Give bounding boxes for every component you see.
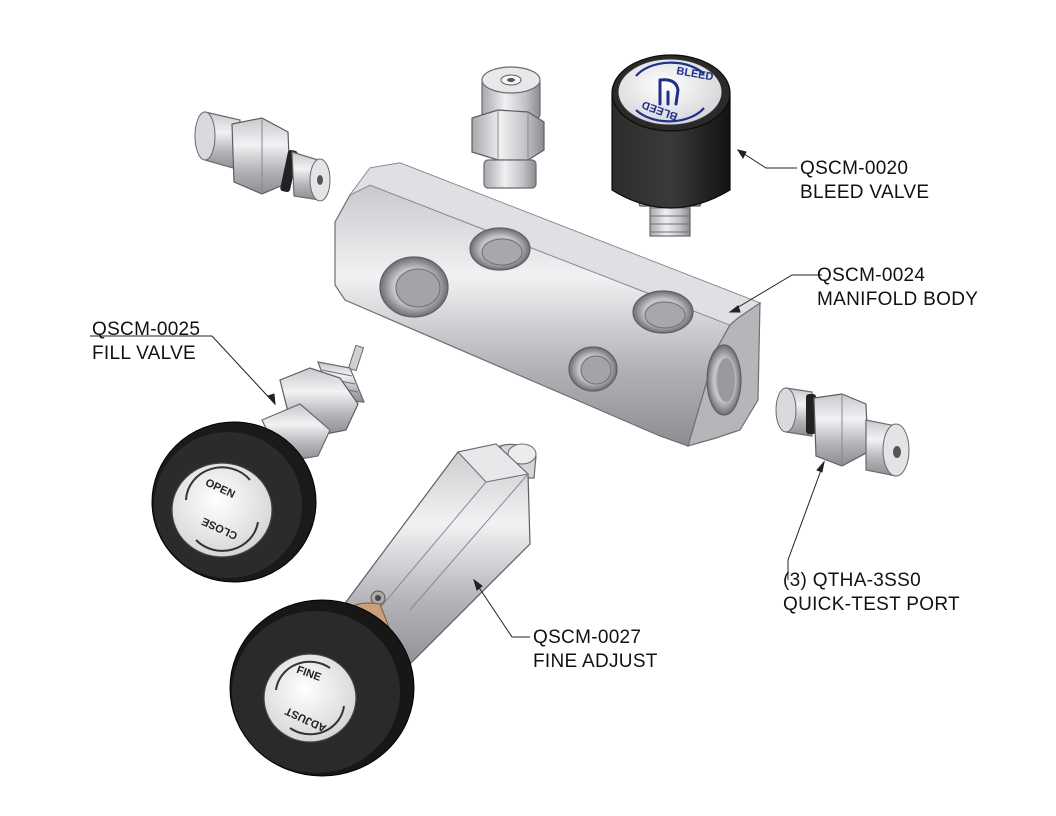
callout-manifold-body-part: QSCM-0024 [817,265,926,286]
callout-bleed-valve: QSCM-0020 BLEED VALVE [800,157,929,205]
callout-bleed-valve-part: QSCM-0020 [800,158,909,179]
fine-adjust: FINE ADJUST [229,443,537,777]
leader-lines [90,149,825,638]
callout-fine-adjust-name: FINE ADJUST [533,651,658,672]
leader-quick-test-port [787,461,825,580]
callout-quick-test-port-name: QUICK-TEST PORT [783,594,960,615]
callout-manifold-body-name: MANIFOLD BODY [817,289,979,310]
leader-manifold-body [729,274,822,313]
callout-bleed-valve-name: BLEED VALVE [800,182,930,203]
callout-fill-valve-part: QSCM-0025 [92,319,201,340]
callout-manifold-body: QSCM-0024 MANIFOLD BODY [817,264,978,312]
callout-fill-valve: QSCM-0025 FILL VALVE [92,318,200,366]
bleed-valve: BLEED BLEED [611,54,731,237]
quick-test-port-upper-left [194,111,331,202]
leader-bleed-valve [737,149,797,169]
quick-test-port-top-center [471,66,545,189]
callout-fill-valve-name: FILL VALVE [92,343,197,364]
leader-fine-adjust [473,579,530,638]
leader-fill-valve [90,335,276,405]
callout-fine-adjust: QSCM-0027 FINE ADJUST [533,626,658,674]
fill-valve: OPEN CLOSE [151,344,365,583]
callout-quick-test-port-part: (3) QTHA-3SS0 [783,570,921,591]
quick-test-port-right [775,387,910,477]
manifold-body [334,162,762,447]
callout-fine-adjust-part: QSCM-0027 [533,627,642,648]
callout-quick-test-port: (3) QTHA-3SS0 QUICK-TEST PORT [783,569,960,617]
